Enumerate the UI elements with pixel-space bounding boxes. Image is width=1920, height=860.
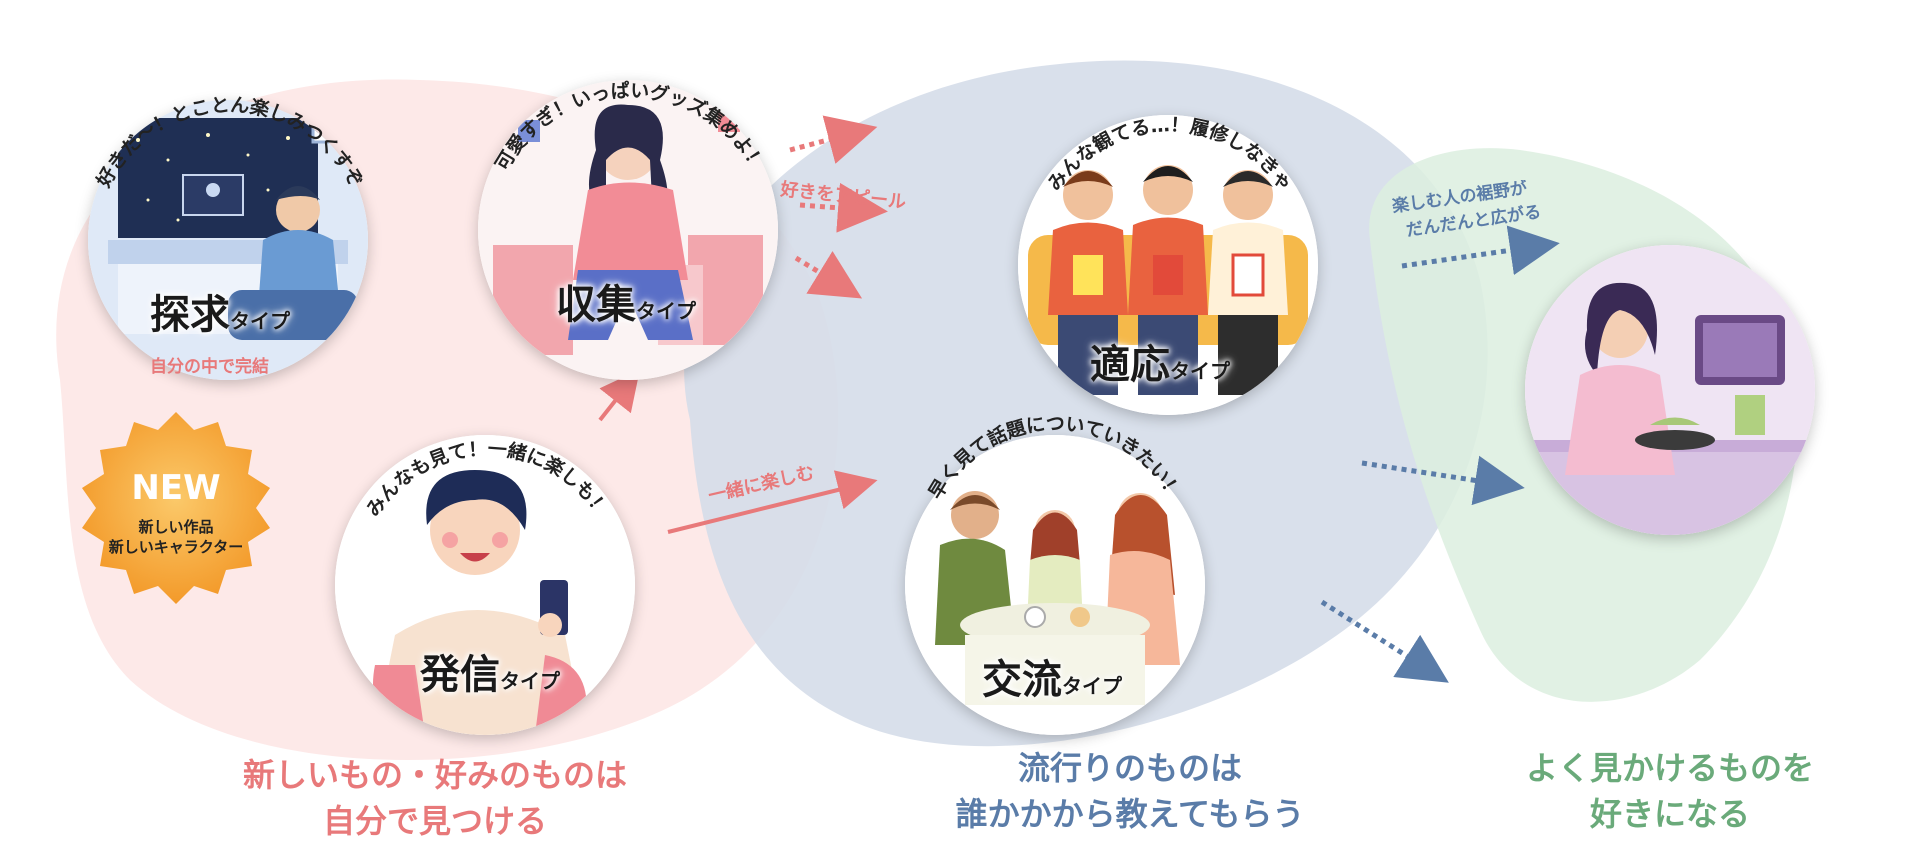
svg-text:好きだ〜！とことん楽しみつくすぞ: 好きだ〜！とことん楽しみつくすぞ [92,94,368,192]
tekio-name: 適応 [1090,342,1170,388]
shushu-illustration [478,80,778,380]
together-arrow-label: 一緒に楽しむ [706,461,816,507]
svg-text:みんなも見て！一緒に楽しも！: みんなも見て！一緒に楽しも！ [362,438,613,521]
koryu-type-label: 交流タイプ [982,647,1122,705]
tankyu-type-circle [88,100,368,380]
blue-section-line1: 流行りのものは [1017,749,1242,787]
koryu-name: 交流 [982,657,1062,703]
dotted-arrow-icon [799,182,888,233]
svg-text:一緒に楽しむ: 一緒に楽しむ [706,461,816,507]
tankyu-caption: 好きだ〜！とことん楽しみつくすぞ [92,94,368,192]
starburst-badge [82,412,270,604]
arrow-icon [598,369,640,422]
arrow-icon [667,470,878,534]
appeal-arrow-label: 好きをアピール [778,178,907,213]
dotted-arrow-icon [1401,225,1560,276]
svg-text:可愛すぎ！いっぱいグッズ集めよ！: 可愛すぎ！いっぱいグッズ集めよ！ [491,79,769,175]
green-section-line2: 好きになる [1589,795,1750,833]
tekio-type-label: 適応タイプ [1090,332,1230,390]
hasshin-name: 発信 [420,652,500,698]
pink-section-line2: 自分で見つける [322,802,547,840]
shushu-type-label: 収集タイプ [556,272,696,330]
svg-text:早く見て話題についていきたい！: 早く見て話題についていきたい！ [925,413,1186,503]
tekio-illustration [1018,115,1318,415]
mass-audience-circle [1525,245,1815,535]
tankyu-note: 自分の中で完結 [150,357,269,377]
koryu-suffix: タイプ [1062,674,1122,698]
tankyu-name: 探求 [150,292,230,338]
tankyu-illustration [88,100,368,380]
svg-text:好きをアピール: 好きをアピール [778,178,907,213]
cooking-woman-illustration [1525,245,1815,535]
hasshin-caption: みんなも見て！一緒に楽しも！ [362,438,613,521]
badge-line2: 新しいキャラクター [108,538,244,556]
dotted-arrow-icon [794,251,863,299]
badge-title: NEW [131,468,221,508]
tekio-type-circle [1018,115,1318,415]
dotted-arrow-icon [1361,455,1525,506]
koryu-type-circle [905,435,1205,735]
badge-line1: 新しい作品 [138,518,214,536]
new-badge: NEW 新しい作品 新しいキャラクター [76,408,276,608]
blue-section-text: 流行りのものは 誰かかから教えてもらう [900,745,1360,837]
tekio-suffix: タイプ [1170,359,1230,383]
dotted-arrow-icon [789,115,878,164]
hasshin-type-label: 発信タイプ [420,642,560,700]
tekio-caption: みんな観てる…！履修しなきゃ [1044,114,1297,195]
green-section-line1: よく見かけるものを [1525,749,1814,787]
pink-section-line1: 新しいもの・好みのものは [242,756,627,794]
dotted-arrow-icon [1320,599,1449,683]
green-section-text: よく見かけるものを 好きになる [1480,745,1860,837]
spread-arrow-label: 楽しむ人の裾野が だんだんと広がる [1391,180,1543,241]
blue-section-line2: 誰かかから教えてもらう [955,795,1305,833]
koryu-caption: 早く見て話題についていきたい！ [925,413,1186,503]
shushu-caption: 可愛すぎ！いっぱいグッズ集めよ！ [491,79,769,175]
hasshin-suffix: タイプ [500,669,560,693]
tankyu-suffix: タイプ [230,309,290,333]
koryu-illustration [905,435,1205,735]
hasshin-type-circle [335,435,635,735]
pink-section-text: 新しいもの・好みのものは 自分で見つける [190,752,680,844]
shushu-name: 収集 [556,282,636,328]
shushu-type-circle [478,80,778,380]
svg-text:みんな観てる…！履修しなきゃ: みんな観てる…！履修しなきゃ [1044,114,1297,195]
tankyu-type-label: 探求タイプ [150,282,290,340]
shushu-suffix: タイプ [636,299,696,323]
hasshin-illustration [335,435,635,735]
